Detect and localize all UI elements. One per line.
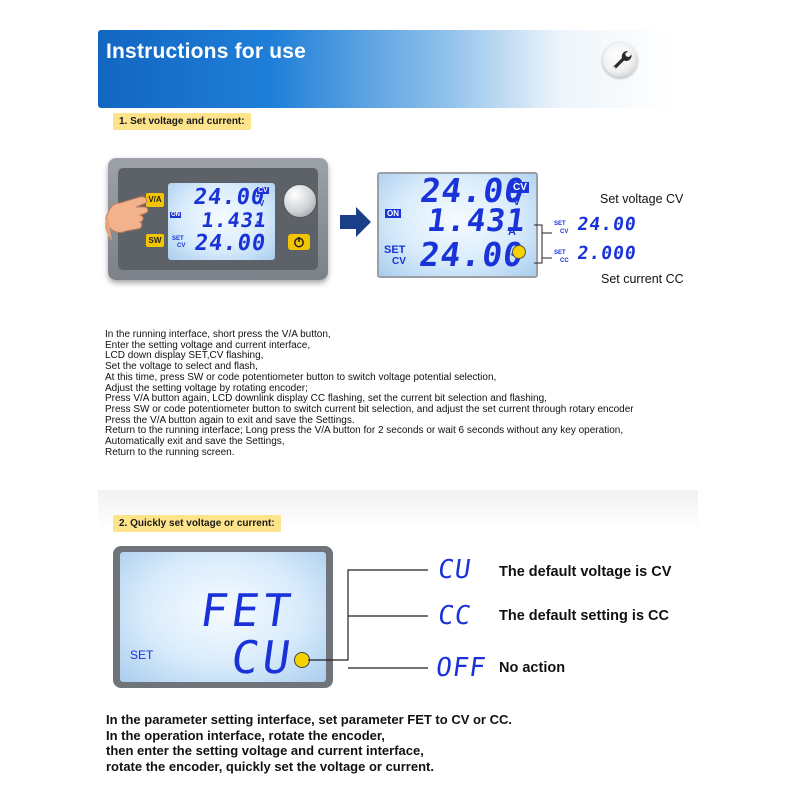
set-current-cc-label: Set current CC xyxy=(601,272,684,286)
instruction-line: In the operation interface, rotate the e… xyxy=(106,727,385,743)
instruction-line: Set the voltage to select and flash, xyxy=(105,361,258,373)
instruction-line: then enter the setting voltage and curre… xyxy=(106,743,424,759)
section1-instructions: In the running interface, short press th… xyxy=(105,329,634,458)
zoom-indicator-dot xyxy=(512,245,526,259)
device-lcd-line3: 24.00 xyxy=(193,231,268,256)
device-unit-a: A xyxy=(255,220,261,229)
instruction-line: Press SW or code potentiometer button to… xyxy=(105,403,634,415)
callout-current-value: 2.000 xyxy=(576,243,639,264)
section2-tag: 2. Quickly set voltage or current: xyxy=(113,515,281,532)
zoom-mode-badge: CV xyxy=(511,182,529,193)
instruction-line: Return to the running screen. xyxy=(105,446,235,458)
fet-set-label: SET xyxy=(130,648,154,662)
instruction-line: LCD down display SET,CV flashing, xyxy=(105,350,264,362)
device-cv-label: CV xyxy=(177,243,186,249)
zoom-line3: 24.00 xyxy=(417,235,527,274)
callout-c-set-bottom: CC xyxy=(560,258,569,264)
instruction-line: Press the V/A button again to exit and s… xyxy=(105,414,355,426)
power-button[interactable] xyxy=(288,234,310,250)
instruction-line: Return to the running interface; Long pr… xyxy=(105,425,624,437)
callout-v-set-bottom: CV xyxy=(560,229,569,235)
instruction-line: Press V/A button again, LCD downlink dis… xyxy=(105,393,547,405)
section1-tag: 1. Set voltage and current: xyxy=(113,113,251,130)
fet-lcd xyxy=(120,552,326,682)
zoom-set-label: SET xyxy=(384,244,406,256)
set-voltage-cv-label: Set voltage CV xyxy=(600,192,684,206)
wrench-icon xyxy=(603,43,637,77)
fet-lcd-line1: FET xyxy=(197,584,298,637)
sw-button[interactable]: SW xyxy=(146,234,164,247)
arrow-right-icon xyxy=(338,205,372,239)
device-set-label: SET xyxy=(172,236,184,242)
section2-instructions: In the parameter setting interface, set … xyxy=(106,712,512,774)
option-code-cc: CC xyxy=(436,601,474,631)
instruction-line: In the running interface, short press th… xyxy=(105,329,331,340)
callout-v-set-top: SET xyxy=(554,221,566,227)
zoom-unit-a: A xyxy=(508,226,516,238)
fet-lcd-line2: CU xyxy=(228,631,298,684)
zoom-bracket xyxy=(534,224,552,264)
device-unit-v: V xyxy=(259,199,265,208)
option-code-cu: CU xyxy=(436,555,474,585)
instruction-line: Adjust the setting voltage by rotating e… xyxy=(105,382,308,394)
option-code-off: OFF xyxy=(434,653,489,683)
option-text-off: No action xyxy=(499,660,566,676)
callout-voltage-value: 24.00 xyxy=(576,214,639,235)
option-connector xyxy=(308,569,428,669)
header-banner xyxy=(98,30,676,108)
rotary-encoder-knob[interactable] xyxy=(283,184,317,218)
device-lcd xyxy=(168,183,275,260)
option-text-cc: The default setting is CC xyxy=(499,608,669,624)
device-on-indicator: ON xyxy=(170,212,181,218)
instruction-line: At this time, press SW or code potentiom… xyxy=(105,371,497,383)
instruction-line: In the parameter setting interface, set … xyxy=(106,712,512,727)
instruction-line: Enter the setting voltage and current in… xyxy=(105,339,311,351)
instruction-line: Automatically exit and save the Settings… xyxy=(105,436,285,448)
device-lcd-line1: 24.00 xyxy=(192,185,267,210)
hand-pointer-icon xyxy=(100,183,160,245)
va-button[interactable]: V/A xyxy=(146,193,164,207)
device-mode-badge: CV xyxy=(257,187,269,194)
instruction-line: rotate the encoder, quickly set the volt… xyxy=(106,758,434,774)
power-icon xyxy=(294,237,304,248)
option-text-cv: The default voltage is CV xyxy=(499,564,672,580)
callout-c-set-top: SET xyxy=(554,250,566,256)
zoom-on-indicator: ON xyxy=(385,209,401,218)
zoom-unit-v: V xyxy=(513,196,521,208)
page-title: Instructions for use xyxy=(106,40,307,63)
zoom-cv-label: CV xyxy=(392,256,406,267)
